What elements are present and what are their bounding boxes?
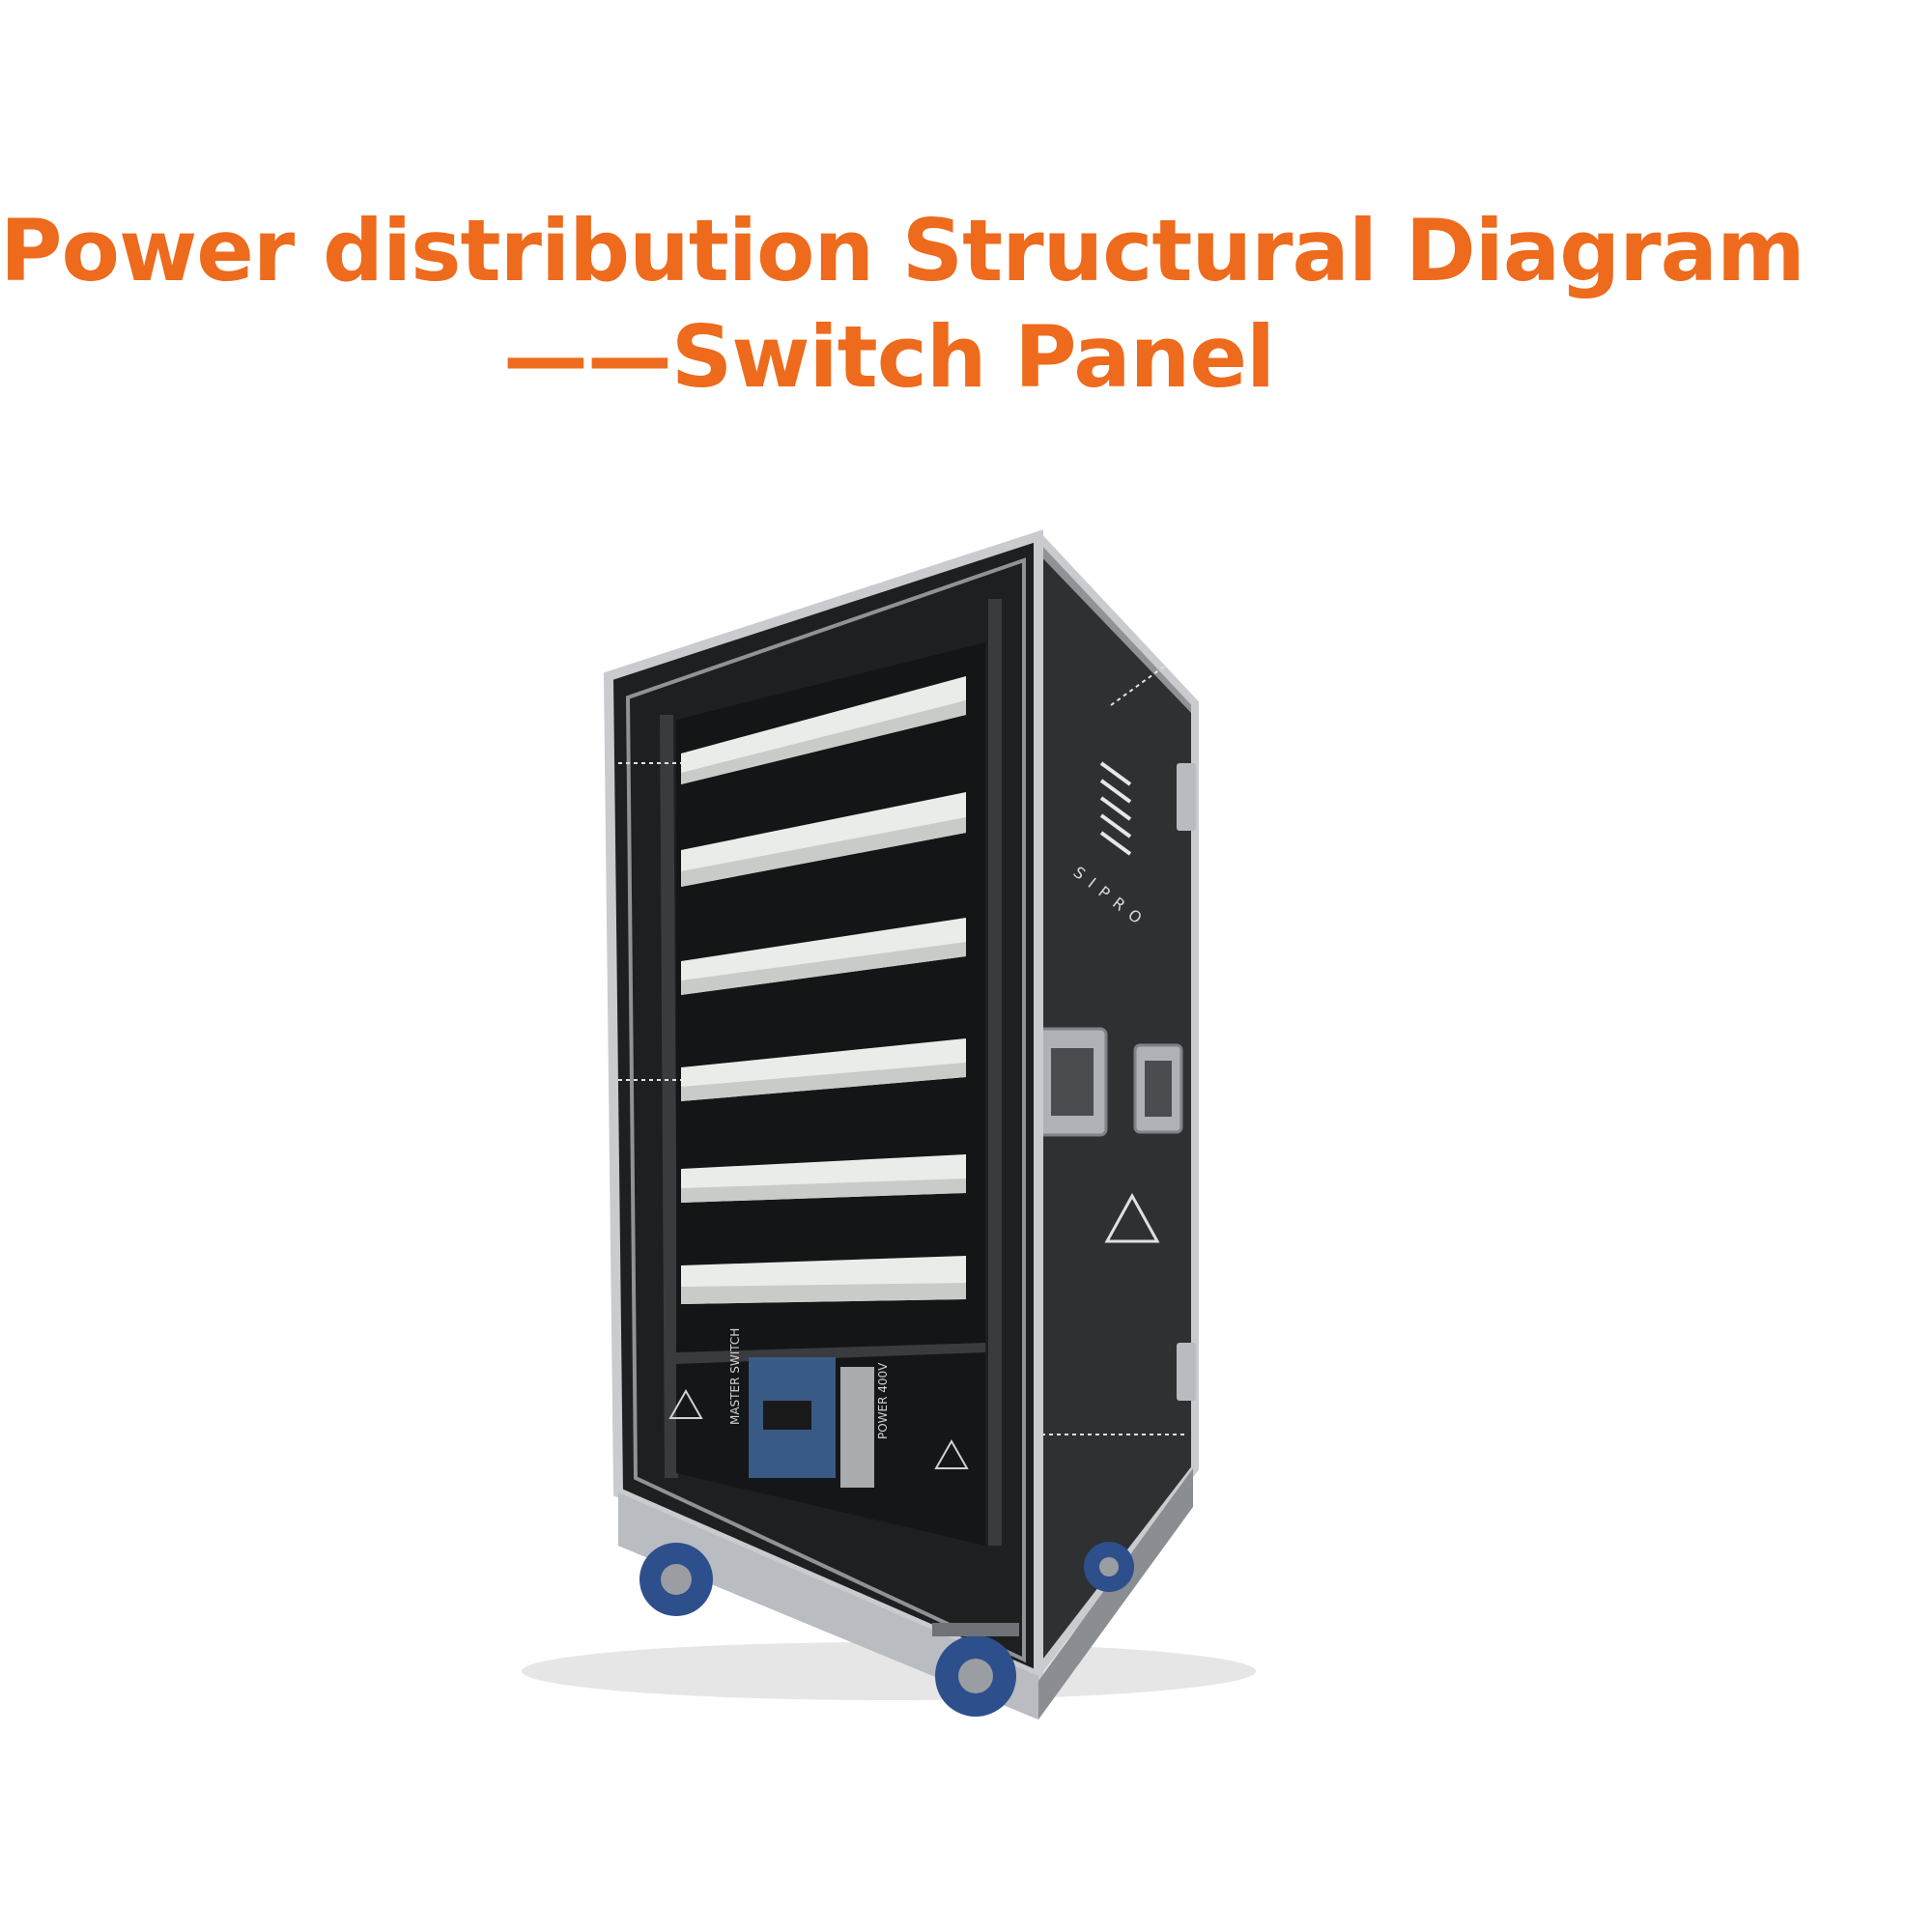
- breaker-row-4: [676, 1005, 985, 1154]
- master-switch-panel: MASTER SWITCH POWER 400V: [668, 1328, 985, 1546]
- diagram-title: Power distribution Structural Diagram: [0, 201, 1805, 300]
- breaker-row-2: [676, 768, 985, 942]
- breaker-panels: [618, 642, 985, 1352]
- caster-wheels: [639, 1542, 1134, 1717]
- power-label: POWER 400V: [876, 1362, 890, 1439]
- breaker-row-3: [676, 889, 985, 1048]
- cabinet-base: [618, 1468, 1193, 1719]
- breaker-row-5: [676, 1121, 985, 1256]
- master-switch-label: MASTER SWITCH: [728, 1328, 742, 1425]
- diagram-subtitle: ——Switch Panel: [502, 307, 1275, 407]
- breaker-row-6: [676, 1232, 985, 1352]
